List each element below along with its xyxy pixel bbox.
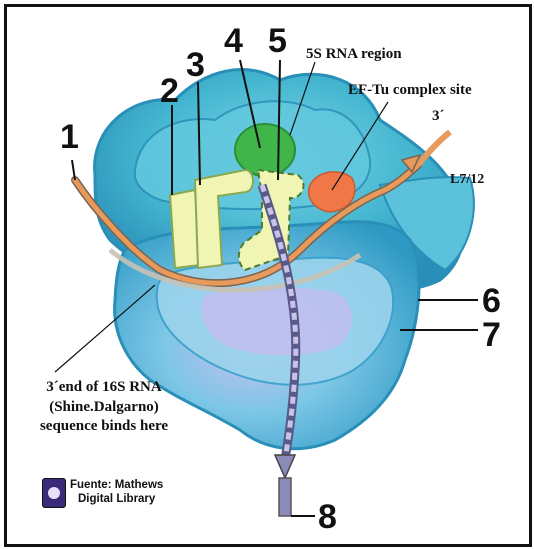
shine-dalgarno-caption: 3´end of 16S RNA (Shine.Dalgarno) sequen… bbox=[14, 378, 194, 437]
exit-tunnel-inner bbox=[259, 184, 299, 461]
trna-site-3 bbox=[193, 168, 254, 270]
eftu-site-blob bbox=[308, 171, 356, 213]
callout-number-8: 8 bbox=[318, 498, 337, 536]
leader-line-caption bbox=[54, 284, 156, 373]
caption-line-1: 3´end of 16S RNA bbox=[46, 379, 162, 395]
credit-line-1: Fuente: Mathews bbox=[70, 479, 164, 491]
callout-number-1: 1 bbox=[60, 118, 79, 156]
mrna-3prime-end bbox=[415, 129, 452, 167]
callout-number-4: 4 bbox=[224, 22, 243, 60]
leader-line-5 bbox=[277, 59, 281, 181]
leader-line-4 bbox=[239, 59, 261, 149]
credit-line-2: Digital Library bbox=[77, 493, 156, 506]
source-credit: Fuente: Mathews Digital Library bbox=[70, 478, 163, 507]
nascent-chain-arrow bbox=[273, 454, 297, 480]
callout-number-6: 6 bbox=[482, 282, 501, 320]
leader-line-5s bbox=[289, 61, 316, 136]
small-subunit-core bbox=[201, 287, 352, 356]
5s-rna-region-blob bbox=[234, 123, 296, 177]
rrna-16s-band bbox=[108, 248, 362, 293]
label-mrna-3prime: 3´ bbox=[432, 108, 445, 124]
caption-line-2: (Shine.Dalgarno) bbox=[49, 398, 159, 415]
label-eftu-complex-site: EF-Tu complex site bbox=[348, 82, 472, 98]
caption-line-3: sequence binds here bbox=[39, 418, 169, 434]
callout-number-3: 3 bbox=[186, 46, 205, 84]
label-l7-l12: L7/12 bbox=[450, 172, 485, 187]
leader-line-eftu bbox=[331, 101, 389, 191]
callout-number-7: 7 bbox=[482, 316, 501, 354]
label-5s-rna-region: 5S RNA region bbox=[306, 46, 402, 62]
mrna-strand-fill bbox=[72, 162, 421, 286]
nascent-chain-stub bbox=[278, 477, 292, 517]
library-logo-icon bbox=[42, 478, 66, 508]
leader-line-3 bbox=[197, 81, 201, 186]
leader-line-1 bbox=[71, 159, 76, 181]
callout-number-5: 5 bbox=[268, 22, 287, 60]
mrna-arrowhead bbox=[400, 153, 422, 174]
callout-number-2: 2 bbox=[160, 72, 179, 110]
